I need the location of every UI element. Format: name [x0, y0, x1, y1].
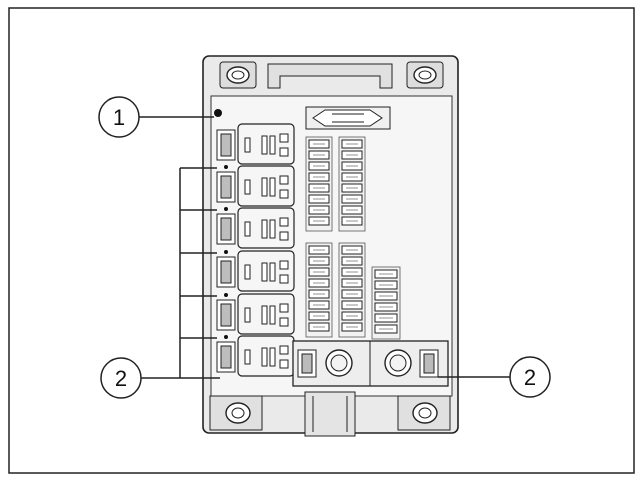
top-latch	[267, 63, 393, 89]
relay-row	[216, 335, 295, 377]
bolt-terminal-left	[325, 349, 353, 377]
fuse-block	[371, 266, 401, 340]
relay-row	[216, 207, 295, 249]
bottom-mount-tab-right	[397, 395, 451, 431]
relay-row	[216, 123, 295, 165]
fuse-block	[305, 136, 333, 232]
relay-pin	[269, 135, 276, 155]
bottom-mount-tab-left	[209, 395, 263, 431]
callout-2-left-label: 2	[115, 366, 127, 391]
relay-row	[216, 293, 295, 335]
relay-pin	[269, 219, 276, 239]
relay-pin	[279, 189, 289, 199]
link-dot	[224, 250, 228, 254]
mini-fuse	[220, 175, 232, 199]
marker-dot	[214, 109, 222, 117]
fuse-blocks	[305, 136, 401, 340]
bolt-terminal-right	[384, 349, 412, 377]
relay-pin	[279, 217, 289, 227]
relay-pin	[269, 262, 276, 282]
link-dot	[224, 293, 228, 297]
relay-pin	[244, 264, 251, 280]
relay-pin	[269, 347, 276, 367]
relay-pin	[279, 359, 289, 369]
bottom-relay-area	[292, 340, 449, 387]
callout-2-right: 2	[438, 356, 551, 398]
relay-pin	[279, 133, 289, 143]
top-mount-tab-right	[406, 61, 444, 89]
relay-pin	[261, 347, 268, 367]
relay-pin	[279, 317, 289, 327]
mini-fuse	[220, 260, 232, 284]
fuse-block	[338, 242, 366, 338]
relay-pin	[279, 274, 289, 284]
mini-fuse	[220, 345, 232, 369]
relay-pin	[244, 349, 251, 365]
top-mount-tab-left	[219, 61, 257, 89]
relay-pin	[261, 262, 268, 282]
mini-fuse	[220, 133, 232, 157]
bottom-mini-relay-left	[297, 349, 317, 378]
callout-2-right-label: 2	[524, 365, 536, 390]
relay-link-bracket	[179, 167, 217, 378]
relay-pin	[279, 147, 289, 157]
relay-row	[216, 250, 295, 292]
relay-pin	[279, 345, 289, 355]
bottom-mini-relay-right	[419, 349, 439, 378]
relay-pin	[244, 179, 251, 195]
relay-row	[216, 165, 295, 207]
relay-pin	[279, 231, 289, 241]
mini-fuse	[220, 303, 232, 327]
relay-pin	[244, 137, 251, 153]
relay-pin	[269, 177, 276, 197]
relay-pin	[261, 135, 268, 155]
relay-pin	[261, 219, 268, 239]
relay-pin	[244, 221, 251, 237]
relay-pin	[261, 305, 268, 325]
maxi-fuse	[305, 106, 391, 130]
relay-column	[216, 123, 295, 377]
link-dot	[224, 165, 228, 169]
callout-1: 1	[98, 96, 214, 138]
callout-1-label: 1	[113, 105, 125, 130]
fuse-block	[338, 136, 366, 232]
relay-pin	[261, 177, 268, 197]
mini-fuse	[220, 217, 232, 241]
relay-pin	[279, 260, 289, 270]
link-dot	[224, 335, 228, 339]
fuse-block	[305, 242, 333, 338]
relay-pin	[244, 307, 251, 323]
callout-2-left: 2	[100, 357, 220, 399]
relay-pin	[279, 303, 289, 313]
link-dot	[224, 207, 228, 211]
relay-pin	[279, 175, 289, 185]
relay-pin	[269, 305, 276, 325]
